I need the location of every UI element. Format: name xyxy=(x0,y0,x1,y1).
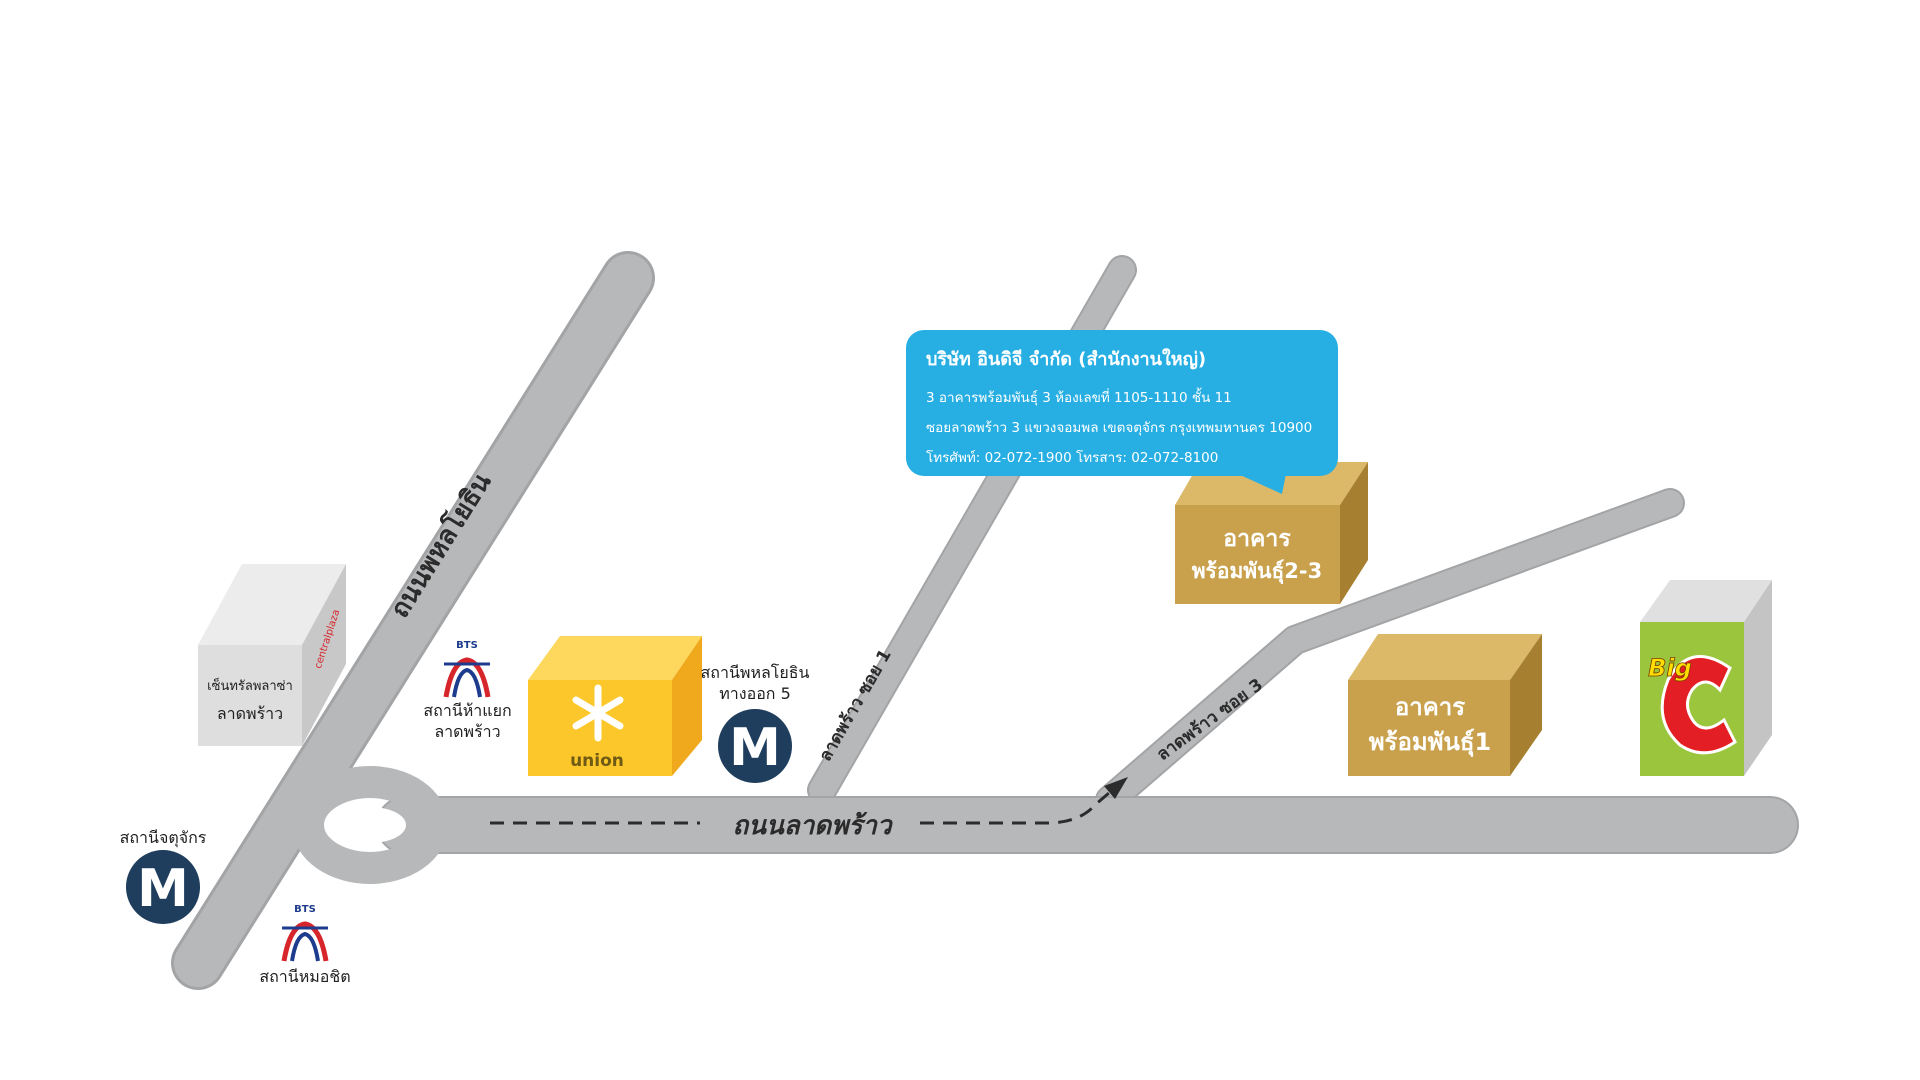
svg-text:BTS: BTS xyxy=(294,904,316,915)
soi-3-road-label: ลาดพร้าว ซอย 3 xyxy=(1153,675,1267,765)
bts-ha-yaek-logo-icon: BTS xyxy=(443,640,491,698)
mrt-phahon-line1: สถานีพหลโยธิน xyxy=(700,663,810,682)
company-address-line1: 3 อาคารพร้อมพันธุ์ 3 ห้องเลขที่ 1105-111… xyxy=(926,390,1232,406)
mrt-phahon-logo-icon: M xyxy=(718,709,792,783)
union-logo-text: union xyxy=(570,751,624,771)
bts-ha-yaek-line2: ลาดพร้าว xyxy=(434,722,501,741)
big-c-logo-icon xyxy=(1660,654,1737,755)
central-plaza-line2: ลาดพร้าว xyxy=(216,704,284,723)
company-address-line2: ซอยลาดพร้าว 3 แขวงจอมพล เขตจตุจักร กรุงเ… xyxy=(926,420,1313,436)
mrt-phahon-line2: ทางออก 5 xyxy=(719,684,791,703)
bts-ha-yaek-label: สถานีห้าแยก ลาดพร้าว xyxy=(405,700,530,742)
bts-mo-chit-logo-icon: BTS xyxy=(281,904,329,962)
svg-text:BTS: BTS xyxy=(456,640,478,651)
mrt-phahon-label: สถานีพหลโยธิน ทางออก 5 xyxy=(690,662,820,704)
mrt-chatuchak-label: สถานีจตุจักร xyxy=(100,826,226,851)
company-contact-line: โทรศัพท์: 02-072-1900 โทรสาร: 02-072-810… xyxy=(926,450,1219,466)
loop-interchange xyxy=(292,766,448,884)
company-name: บริษัท อินดิจี จำกัด (สำนักงานใหญ่) xyxy=(926,349,1207,370)
prompan-23-line1: อาคาร xyxy=(1223,526,1291,552)
mrt-chatuchak-logo-icon: M xyxy=(126,850,200,924)
lat-phrao-road-label: ถนนลาดพร้าว xyxy=(732,811,893,841)
prompan-1-building: อาคาร พร้อมพันธุ์1 xyxy=(1348,634,1542,776)
bts-mo-chit-line1: สถานีหมอชิต xyxy=(259,967,351,986)
big-c-building: Big C xyxy=(1640,580,1772,776)
central-plaza-label: เซ็นทรัลพลาซ่า ลาดพร้าว xyxy=(198,675,302,727)
mrt-chatuchak-line1: สถานีจตุจักร xyxy=(119,828,207,847)
union-mall-building: union xyxy=(528,636,702,776)
company-info-bubble: บริษัท อินดิจี จำกัด (สำนักงานใหญ่) 3 อา… xyxy=(906,330,1338,476)
prompan-1-line2: พร้อมพันธุ์1 xyxy=(1369,728,1492,758)
route-arrow-icon xyxy=(1104,777,1128,799)
bubble-tail-icon xyxy=(1238,474,1286,494)
svg-text:M: M xyxy=(137,859,189,919)
prompan-23-line2: พร้อมพันธุ์2-3 xyxy=(1192,559,1323,585)
union-snowflake-icon xyxy=(572,684,624,742)
bts-mo-chit-label: สถานีหมอชิต xyxy=(245,965,365,990)
central-plaza-building: centralplaza xyxy=(198,564,346,746)
svg-text:M: M xyxy=(729,718,781,778)
bts-ha-yaek-line1: สถานีห้าแยก xyxy=(423,701,512,720)
central-plaza-line1: เซ็นทรัลพลาซ่า xyxy=(207,679,293,694)
big-c-logo-big: Big xyxy=(1648,654,1692,682)
prompan-1-line1: อาคาร xyxy=(1395,693,1465,721)
